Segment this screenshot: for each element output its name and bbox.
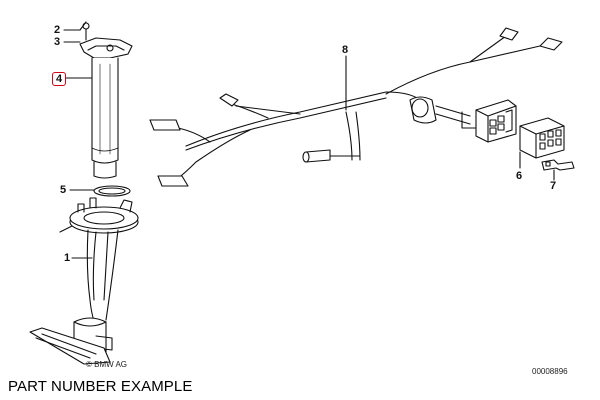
- fuel-pump-assembly: [29, 197, 139, 365]
- callout-6: 6: [516, 170, 523, 182]
- main-connector: [409, 96, 517, 143]
- callout-5: 5: [60, 184, 67, 196]
- connector-housing: [519, 117, 565, 159]
- fuel-level-sender: [79, 22, 133, 179]
- harness-connectors: [149, 27, 563, 187]
- copyright-text: © BMW AG: [86, 360, 128, 369]
- callout-7: 7: [550, 180, 557, 192]
- terminal-pin: [541, 159, 575, 171]
- callout-1: 1: [64, 252, 71, 264]
- callout-3: 3: [54, 36, 61, 48]
- callout-8: 8: [342, 44, 349, 56]
- wiring-harness: [175, 35, 541, 181]
- caption: PART NUMBER EXAMPLE: [8, 378, 193, 395]
- diagram-reference-number: 00008896: [532, 367, 568, 376]
- callout-2: 2: [54, 24, 61, 36]
- callout-4: 4: [52, 72, 67, 86]
- seal-ring: [93, 185, 131, 197]
